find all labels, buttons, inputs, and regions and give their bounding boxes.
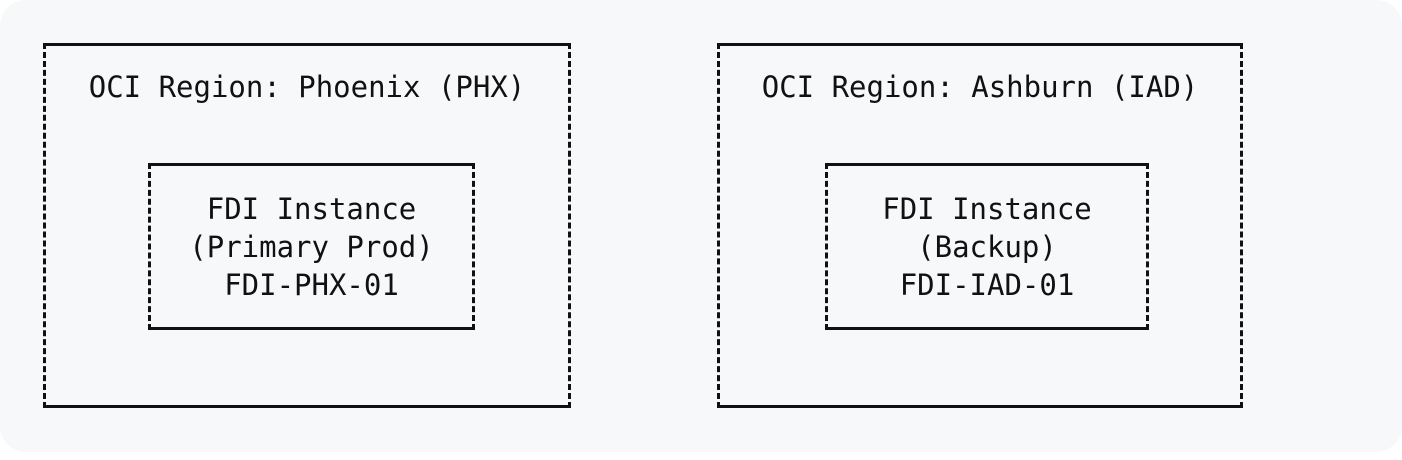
region-title-iad: OCI Region: Ashburn (IAD) — [761, 70, 1199, 104]
region-container-iad: OCI Region: Ashburn (IAD) FDI Instance (… — [717, 43, 1243, 408]
region-container-phx: OCI Region: Phoenix (PHX) FDI Instance (… — [43, 43, 571, 408]
instance-name-phx: FDI Instance — [206, 191, 417, 226]
instance-role-iad: (Backup) — [917, 229, 1057, 264]
instance-box-phx: FDI Instance (Primary Prod) FDI-PHX-01 — [148, 163, 475, 330]
instance-box-iad: FDI Instance (Backup) FDI-IAD-01 — [825, 163, 1149, 330]
region-title-phx: OCI Region: Phoenix (PHX) — [88, 70, 526, 104]
instance-name-iad: FDI Instance — [882, 191, 1092, 226]
instance-role-phx: (Primary Prod) — [189, 229, 434, 264]
instance-identifier-phx: FDI-PHX-01 — [224, 267, 399, 302]
instance-identifier-iad: FDI-IAD-01 — [899, 267, 1075, 302]
